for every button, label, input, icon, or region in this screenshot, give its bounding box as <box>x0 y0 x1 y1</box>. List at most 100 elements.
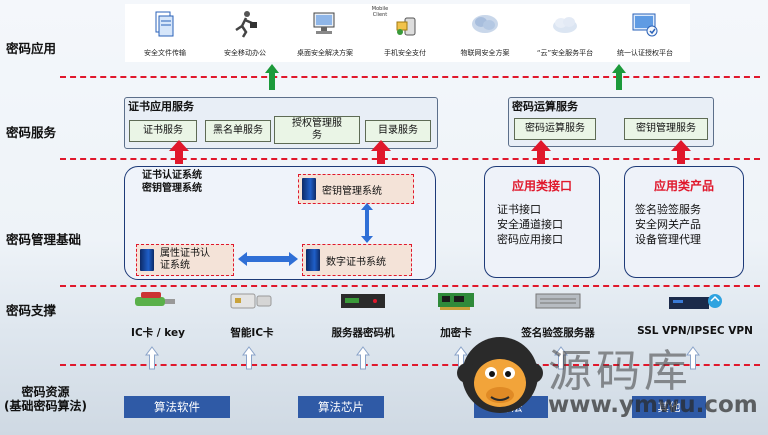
authz-mgmt-service-label: 授权管理服务 <box>292 118 342 141</box>
pci-card-icon <box>438 293 474 310</box>
app-item: Mobile Client 手机安全支付 <box>365 6 445 58</box>
separator-line <box>60 364 760 366</box>
watermark-url: www.ymwu.com <box>548 392 758 418</box>
hollow-up-arrow-icon <box>686 346 700 370</box>
red-up-arrow-icon <box>169 140 189 164</box>
up-arrow-icon <box>265 64 279 90</box>
separator-line <box>60 76 760 78</box>
hardware-label: IC卡 / key <box>131 327 185 339</box>
iot-cloud-icon <box>472 15 498 33</box>
app-item: 安全移动办公 <box>205 10 285 58</box>
app-item: 统一认证授权平台 <box>605 10 685 58</box>
app-item: 桌面安全解决方案 <box>285 10 365 58</box>
digital-cert-system-label: 数字证书系统 <box>326 256 386 268</box>
cert-app-service-title: 证书应用服务 <box>128 100 194 113</box>
resource-algorithm-software: 算法软件 <box>124 396 230 418</box>
hardware-item: 加密卡 <box>426 291 486 340</box>
security-gateway-item: 安全网关产品 <box>635 218 701 231</box>
app-caption: 物联网安全方案 <box>460 49 510 57</box>
app-caption: 手机安全支付 <box>384 49 426 57</box>
layer-label-base: 密码管理基础 <box>6 232 82 247</box>
authz-mgmt-service-box: 授权管理服务 <box>274 116 360 144</box>
app-interface-title: 应用类接口 <box>511 179 572 193</box>
key-mgmt-system-box: 密钥管理系统 <box>298 174 414 204</box>
hollow-up-arrow-icon <box>356 346 370 370</box>
hardware-item: 智能IC卡 <box>212 291 292 340</box>
smart-card-icon <box>230 293 272 309</box>
hollow-up-arrow-icon <box>242 346 256 370</box>
app-caption: 桌面安全解决方案 <box>297 49 353 57</box>
device-mgmt-agent-item: 设备管理代理 <box>635 233 701 246</box>
layer-label-app: 密码应用 <box>6 41 57 56</box>
hollow-up-arrow-icon <box>145 346 159 370</box>
hardware-item: 签名验签服务器 <box>506 291 610 340</box>
auth-platform-icon <box>632 13 658 37</box>
hardware-label: 服务器密码机 <box>331 327 395 339</box>
app-caption: 安全移动办公 <box>224 49 266 57</box>
app-item: “云”安全服务平台 <box>525 10 605 58</box>
layer-label-support: 密码支撑 <box>6 303 57 318</box>
up-arrow-icon <box>612 64 626 90</box>
separator-line <box>60 158 760 160</box>
key-mgmt-system-label: 密钥管理系统 <box>322 185 382 197</box>
cert-system-title: 证书认证系统 <box>142 170 202 181</box>
app-caption: “云”安全服务平台 <box>536 49 594 57</box>
hardware-item: 服务器密码机 <box>318 291 408 340</box>
app-strip: 安全文件传输 安全移动办公 桌面安全解决方案 Mobile Client 手机安… <box>125 4 690 62</box>
app-product-title: 应用类产品 <box>653 179 714 193</box>
crypto-app-interface-item: 密码应用接口 <box>497 233 563 246</box>
desktop-icon <box>313 12 335 34</box>
crypto-op-service-title: 密码运算服务 <box>512 100 578 113</box>
server-icon <box>306 249 320 271</box>
hardware-label: 签名验签服务器 <box>521 327 595 339</box>
key-mgmt-service-box: 密钥管理服务 <box>624 118 708 140</box>
red-up-arrow-icon <box>671 140 691 164</box>
resource-algorithm-chip: 算法芯片 <box>298 396 384 418</box>
resource-other: 其他 <box>632 396 706 418</box>
red-up-arrow-icon <box>531 140 551 164</box>
hardware-label: SSL VPN/IPSEC VPN <box>637 325 753 337</box>
layer-label-resource: 密码资源 (基础密码算法) <box>4 385 87 413</box>
secure-channel-interface-item: 安全通道接口 <box>497 218 563 231</box>
sign-verify-service-item: 签名验签服务 <box>635 203 701 216</box>
layer-label-resource-line2: (基础密码算法) <box>4 399 87 413</box>
layer-label-service: 密码服务 <box>6 125 57 140</box>
cloud-icon <box>553 17 577 33</box>
attr-cert-system-box: 属性证书认 证系统 <box>136 244 234 276</box>
mobile-client-overlay: Mobile Client <box>371 6 389 18</box>
vertical-double-arrow-icon <box>361 203 373 243</box>
hardware-label: 加密卡 <box>440 327 472 339</box>
separator-line <box>60 285 760 287</box>
server-icon <box>302 178 316 200</box>
hollow-up-arrow-icon <box>554 346 568 370</box>
rack-server-icon <box>535 293 581 309</box>
cert-service-box: 证书服务 <box>129 120 197 142</box>
vpn-device-icon <box>669 294 722 309</box>
horizontal-double-arrow-icon <box>238 252 298 266</box>
blacklist-service-box: 黑名单服务 <box>205 120 271 142</box>
app-product-box: 应用类产品 签名验签服务 安全网关产品 设备管理代理 <box>624 166 744 278</box>
mobile-payment-icon <box>396 17 416 36</box>
app-interface-box: 应用类接口 证书接口 安全通道接口 密码应用接口 <box>484 166 600 278</box>
attr-cert-line1: 属性证书认 <box>160 248 210 259</box>
app-item: 安全文件传输 <box>125 10 205 58</box>
red-up-arrow-icon <box>371 140 391 164</box>
app-caption: 统一认证授权平台 <box>617 49 673 57</box>
layer-label-resource-line1: 密码资源 <box>21 385 70 399</box>
crypto-op-service-box: 密码运算服务 <box>514 118 596 140</box>
directory-service-box: 目录服务 <box>365 120 431 142</box>
usb-key-icon <box>135 292 175 306</box>
attr-cert-line2: 证系统 <box>160 260 190 271</box>
hardware-label: 智能IC卡 <box>230 327 274 339</box>
attr-cert-system-label: 属性证书认 证系统 <box>160 248 210 272</box>
watermark-text: 源码库 <box>548 346 692 397</box>
cert-key-system-title: 证书认证系统 密钥管理系统 <box>142 169 202 195</box>
app-item: 物联网安全方案 <box>445 10 525 58</box>
server-icon <box>140 249 154 271</box>
crypto-server-icon <box>341 294 385 308</box>
key-system-title: 密钥管理系统 <box>142 183 202 194</box>
hardware-item: IC卡 / key <box>118 291 198 340</box>
app-caption: 安全文件传输 <box>144 49 186 57</box>
monkey-logo-icon <box>457 337 543 413</box>
running-person-icon <box>235 11 257 38</box>
